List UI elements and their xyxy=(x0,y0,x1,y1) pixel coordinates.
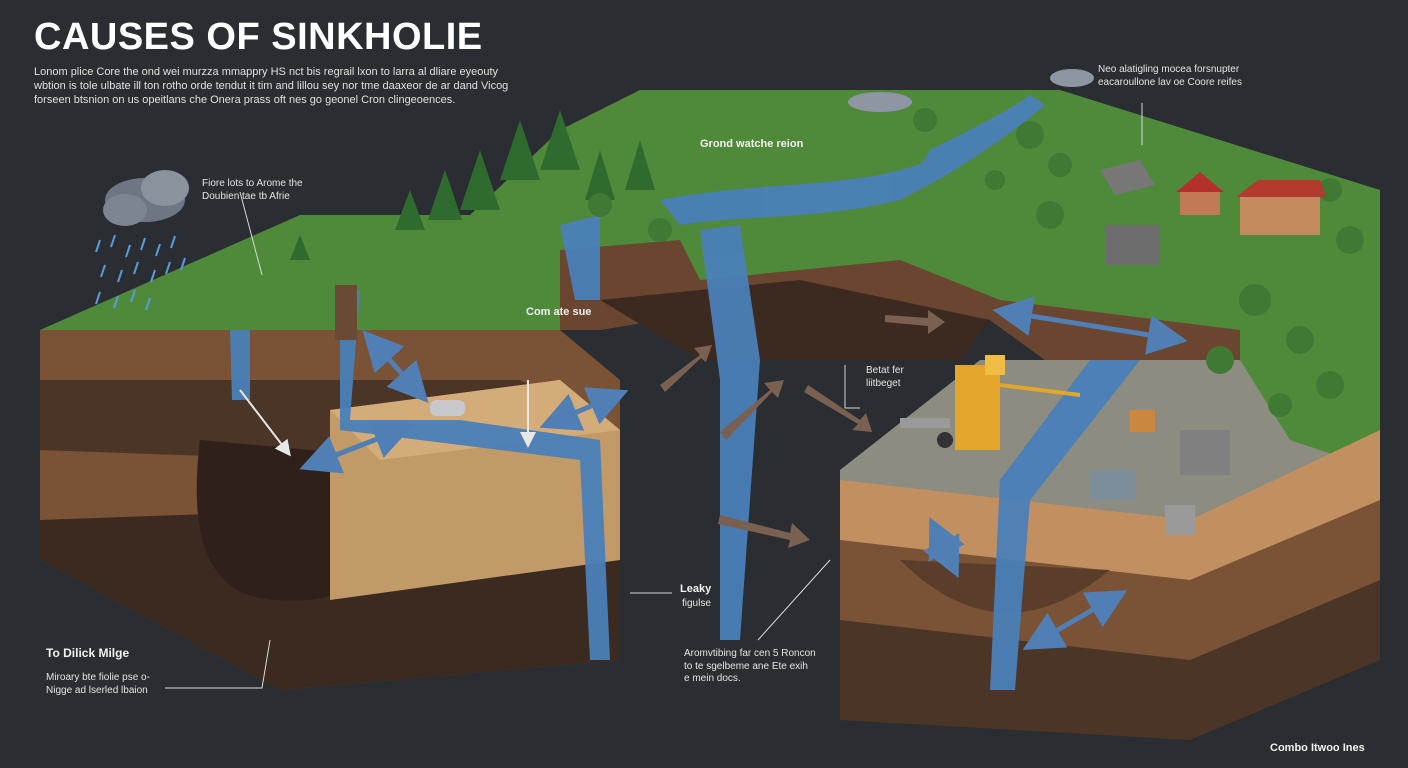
drilling-machine xyxy=(335,285,1081,450)
leaky-label: Leaky xyxy=(680,583,712,595)
trees xyxy=(290,108,1364,417)
sand-note: Betat fer liitbeget xyxy=(866,365,904,389)
houses xyxy=(1090,160,1326,535)
flow-arrows-blue xyxy=(299,296,1188,650)
bottom-left-note: Miroary bte fiolie pse o- Nigge ad lserl… xyxy=(46,672,150,696)
page-title: CAUSES OF SINKHOLIE xyxy=(34,16,483,58)
flow-arrows-white xyxy=(239,380,536,457)
ground-water-region-label: Grond watche reion xyxy=(700,138,804,150)
bottom-center-note: Aromvtibing far cen 5 Roncon to te sgelb… xyxy=(684,648,816,684)
top-right-note: Neo alatigling mocea forsnupter eacaroul… xyxy=(1098,64,1242,88)
storm-cloud xyxy=(103,170,189,226)
intro-text: Lonom plice Core the ond wei murzza mmap… xyxy=(34,66,509,106)
rain-note: Fiore lots to Arome the Doubien tae tb A… xyxy=(202,178,303,202)
leaky-sub-label: figulse xyxy=(682,598,711,609)
footer-label: Combo Itwoo Ines xyxy=(1270,742,1365,754)
com-site-label: Com ate sue xyxy=(526,306,592,318)
to-dilick-milge-label: To Dilick Milge xyxy=(46,646,130,660)
leader-lines xyxy=(165,103,1143,689)
rain xyxy=(95,234,186,311)
flow-arrows-brown xyxy=(660,310,945,548)
right-block xyxy=(840,250,1380,740)
small-clouds xyxy=(848,69,1094,112)
